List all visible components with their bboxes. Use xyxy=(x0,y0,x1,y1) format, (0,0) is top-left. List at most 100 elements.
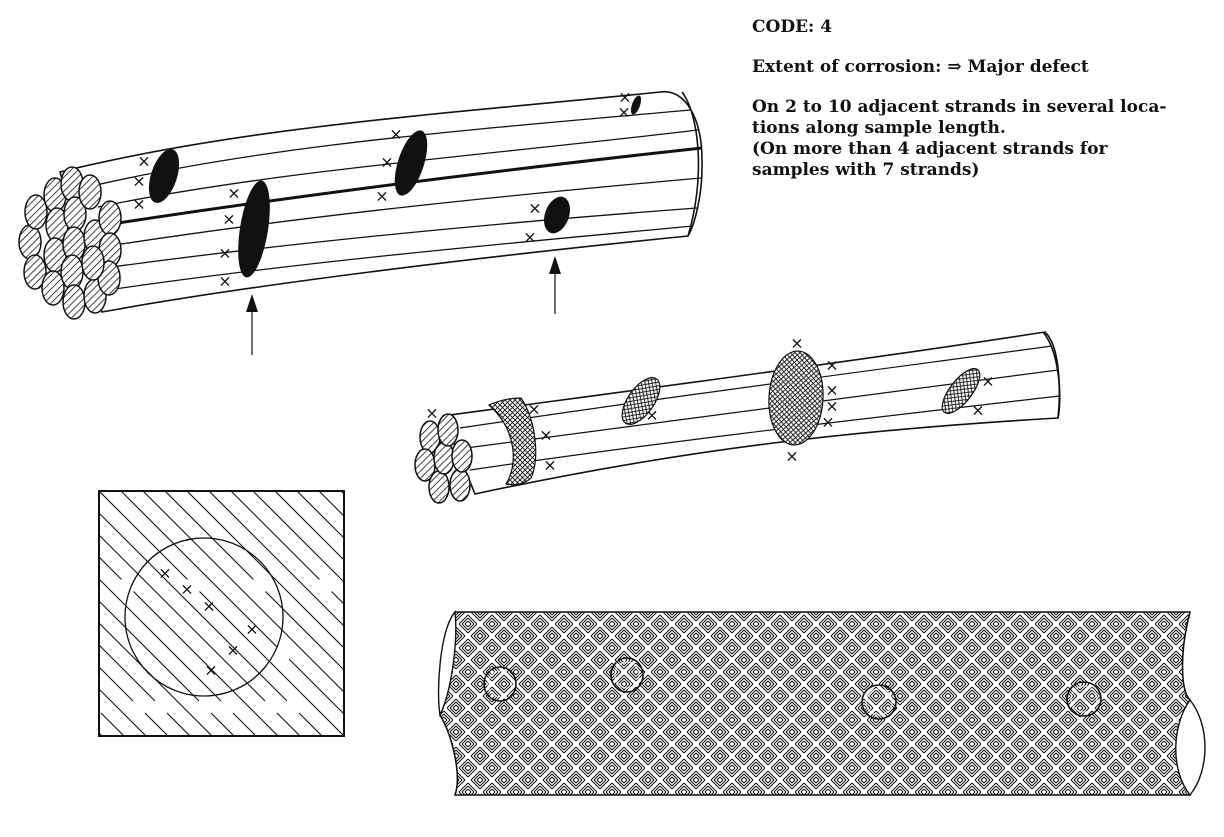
surface-strand-line xyxy=(142,491,344,693)
surface-strand-line xyxy=(120,491,278,648)
surface-strand-line xyxy=(232,712,257,736)
surface-strand-line xyxy=(288,658,344,715)
pit-marker: × xyxy=(825,356,838,375)
extent-value: Major defect xyxy=(961,57,1089,77)
corrosion-pit-3 xyxy=(394,130,428,196)
surface-strand-line xyxy=(0,592,39,762)
small-cable-strand xyxy=(449,468,471,502)
large-cable-strand xyxy=(23,254,47,290)
small-cable-strand xyxy=(437,413,459,447)
pit-marker: × xyxy=(132,195,145,214)
pit-marker: × xyxy=(425,404,438,423)
surface-strand-line xyxy=(99,578,222,702)
pit-marker: × xyxy=(527,400,540,419)
pipe-pit-3 xyxy=(861,684,897,720)
surface-closeup-panel xyxy=(0,490,345,762)
closeup-pit-outline xyxy=(124,537,284,697)
surface-strand-line xyxy=(99,556,122,580)
corrosion-pit-7 xyxy=(768,350,824,446)
surface-strand-line xyxy=(208,491,344,627)
pipe-right-end xyxy=(1175,698,1206,797)
large-cable-sample xyxy=(18,90,703,355)
pipe-left-end xyxy=(437,610,457,718)
pit-marker: × xyxy=(137,152,150,171)
surface-strand-line xyxy=(99,688,147,736)
caption-panel: CODE: 4 Extent of corrosion: ⇒ Major def… xyxy=(752,17,1192,200)
pit-marker: × xyxy=(218,244,231,263)
pit-marker: × xyxy=(528,199,541,218)
surface-strand-line xyxy=(164,491,254,580)
surface-strand-line xyxy=(230,491,320,580)
surface-strand-line xyxy=(100,712,125,736)
surface-strand-line xyxy=(13,713,61,761)
pit-marker: × xyxy=(617,103,630,122)
surface-strand-line xyxy=(298,712,323,736)
surface-strand-line xyxy=(166,712,191,736)
large-cable-strand xyxy=(78,174,102,210)
large-cable-strand xyxy=(41,270,65,306)
large-cable-strand xyxy=(81,245,105,281)
pit-marker: × xyxy=(389,125,402,144)
pit-marker: × xyxy=(204,661,217,680)
small-cable-sample xyxy=(414,331,1061,504)
small-cable-end xyxy=(1042,331,1061,419)
surface-strand-line xyxy=(265,591,344,671)
pipe-pit-2 xyxy=(610,657,644,693)
large-cable-strand xyxy=(62,284,86,320)
pit-marker: × xyxy=(971,401,984,420)
surface-strand-line xyxy=(0,491,67,701)
defect-description: On 2 to 10 adjacent strands in several l… xyxy=(752,97,1192,181)
surface-strand-line xyxy=(99,600,200,702)
pit-marker: × xyxy=(202,597,215,616)
pit-marker: × xyxy=(245,620,258,639)
pit-marker: × xyxy=(645,406,658,425)
pipe-corrosion-pits xyxy=(483,657,1102,720)
pit-marker: × xyxy=(543,456,556,475)
pit-marker: × xyxy=(539,426,552,445)
surface-strand-line xyxy=(186,491,344,648)
pit-marker: × xyxy=(825,381,838,400)
extent-prefix: Extent of corrosion: xyxy=(752,57,948,77)
code-label: CODE: 4 xyxy=(752,17,833,37)
pit-marker: × xyxy=(158,564,171,583)
extent-label: Extent of corrosion: ⇒ Major defect xyxy=(752,57,1192,78)
description-line-1: On 2 to 10 adjacent strands in several l… xyxy=(752,97,1167,117)
surface-strand-line xyxy=(0,713,17,761)
surface-strand-line xyxy=(0,491,1,701)
pit-marker: × xyxy=(375,187,388,206)
closeup-frame xyxy=(98,490,345,737)
pit-marker: × xyxy=(618,88,631,107)
small-cable-strand xyxy=(428,470,450,504)
surface-strand-line xyxy=(99,644,156,702)
surface-texture xyxy=(0,491,344,762)
surface-strand-line xyxy=(0,491,23,701)
corrosion-pit-4 xyxy=(543,196,571,234)
surface-strand-line xyxy=(199,591,344,736)
description-line-2: tions along sample length. xyxy=(752,118,1006,138)
surface-strand-line xyxy=(99,512,288,702)
corrosion-pit-8 xyxy=(941,368,981,414)
surface-strand-line xyxy=(274,491,344,561)
pit-marker: × xyxy=(981,372,994,391)
surface-strand-line xyxy=(210,712,235,736)
description-line-3: (On more than 4 adjacent strands for xyxy=(752,139,1108,159)
pit-marker: × xyxy=(821,413,834,432)
corrosion-band-1 xyxy=(487,397,537,486)
pit-marker: × xyxy=(523,228,536,247)
large-cable-end xyxy=(681,91,700,237)
surface-strand-line xyxy=(0,491,56,580)
small-cable-strand xyxy=(451,439,473,473)
pit-marker: × xyxy=(218,272,231,291)
pipe-pit-4 xyxy=(1066,681,1102,717)
sheathed-pipe-sample xyxy=(437,610,1206,797)
surface-strand-line xyxy=(99,491,188,580)
large-cable-strand xyxy=(24,194,48,230)
surface-strand-line xyxy=(144,712,169,736)
pit-marker: × xyxy=(226,641,239,660)
surface-strand-line xyxy=(0,491,89,701)
large-cable-strand-bundle xyxy=(18,166,122,320)
pit-marker: × xyxy=(222,210,235,229)
pit-marker: × xyxy=(790,334,803,353)
surface-strand-line xyxy=(252,491,344,583)
